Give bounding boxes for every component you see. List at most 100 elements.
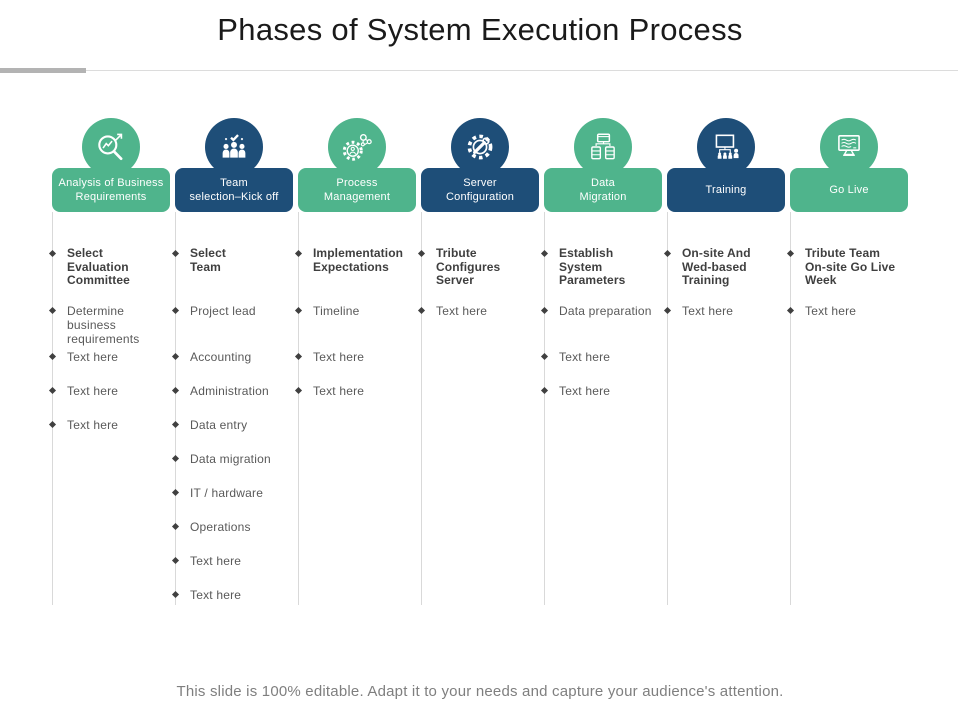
phase-item-text: IT / hardware (190, 486, 264, 500)
phase-heading-item: Tribute Configures Server (417, 246, 544, 288)
phase-item: Text here (294, 384, 421, 398)
phase-item: Text here (786, 304, 913, 318)
phase-item: Text here (417, 304, 544, 318)
phase-heading-text: Select Team (190, 246, 226, 274)
column-divider-line (298, 212, 299, 605)
magnifier-trend-icon (94, 130, 128, 164)
column-divider-line (667, 212, 668, 605)
phase-heading-text: Select Evaluation Committee (67, 246, 130, 287)
phase-item: Accounting (171, 350, 298, 364)
phase-heading-item: On-site And Wed-based Training (663, 246, 790, 288)
phase-header-band: Go Live (790, 168, 908, 212)
phase-icon-circle (697, 118, 755, 176)
phase-header-band: Training (667, 168, 785, 212)
page-title: Phases of System Execution Process (217, 12, 743, 47)
phase-heading-item: Tribute Team On-site Go Live Week (786, 246, 913, 288)
phase-item-text: Administration (190, 384, 269, 398)
phase-item: Timeline (294, 304, 421, 318)
phase-item-text: Text here (682, 304, 734, 318)
footer-note: This slide is 100% editable. Adapt it to… (176, 683, 784, 700)
phase-header-label: Process Management (323, 177, 391, 203)
diamond-bullet-icon (48, 306, 56, 315)
phase-item: Operations (171, 520, 298, 534)
phase-item-text: Data migration (190, 452, 271, 466)
phase-header-label: Server Configuration (445, 177, 515, 203)
phase-item: Text here (48, 384, 175, 398)
phase-heading-text: Tribute Team On-site Go Live Week (805, 246, 896, 287)
phase-header-band: Process Management (298, 168, 416, 212)
phase-item: Administration (171, 384, 298, 398)
phase-item-text: Determine business requirements (67, 304, 140, 346)
phase-heading-text: Establish System Parameters (559, 246, 626, 287)
phase-item-text: Text here (805, 304, 857, 318)
phase-header-label: Data Migration (579, 177, 627, 203)
phase-heading-item: Select Evaluation Committee (48, 246, 175, 288)
phase-item: Text here (540, 350, 667, 364)
phase-icon-circle (328, 118, 386, 176)
phase-item-text: Text here (559, 350, 611, 364)
phase-item: Data preparation (540, 304, 667, 318)
phase-item: Text here (48, 350, 175, 364)
phase-item-text: Project lead (190, 304, 256, 318)
phase-heading-text: Implementation Expectations (313, 246, 404, 274)
phase-header-label: Go Live (829, 184, 869, 196)
phase-header-label: Analysis of Business Requirements (58, 177, 164, 203)
diamond-bullet-icon (48, 420, 56, 429)
phase-item: Text here (171, 588, 298, 602)
phase-header-label: Team selection–Kick off (189, 177, 279, 203)
column-divider-line (790, 212, 791, 605)
phase-icon-circle (82, 118, 140, 176)
team-check-icon (217, 130, 251, 164)
column-divider-line (52, 212, 53, 605)
training-board-icon (709, 130, 743, 164)
phase-header-band: Analysis of Business Requirements (52, 168, 170, 212)
title-divider-line (0, 70, 958, 71)
phase-item-text: Text here (436, 304, 488, 318)
phase-item-text: Text here (190, 554, 242, 568)
phase-item-text: Text here (190, 588, 242, 602)
phase-header-label: Training (705, 184, 747, 196)
phase-heading-text: On-site And Wed-based Training (682, 246, 751, 287)
phase-item: Text here (171, 554, 298, 568)
phase-item: Determine business requirements (48, 304, 175, 346)
phase-item-text: Text here (67, 350, 119, 364)
phase-item-text: Operations (190, 520, 251, 534)
phase-item-text: Text here (67, 418, 119, 432)
phase-heading-item: Select Team (171, 246, 298, 274)
phase-item-text: Data preparation (559, 304, 652, 318)
phase-header-band: Server Configuration (421, 168, 539, 212)
phase-item: IT / hardware (171, 486, 298, 500)
phase-icon-circle (574, 118, 632, 176)
database-transfer-icon (586, 130, 620, 164)
column-divider-line (175, 212, 176, 605)
phase-item-text: Data entry (190, 418, 248, 432)
phase-icon-circle (451, 118, 509, 176)
phase-item: Data entry (171, 418, 298, 432)
phase-item-text: Text here (559, 384, 611, 398)
phase-icon-circle (205, 118, 263, 176)
diamond-bullet-icon (48, 249, 56, 258)
phase-item: Data migration (171, 452, 298, 466)
phase-item: Project lead (171, 304, 298, 318)
phase-heading-item: Implementation Expectations (294, 246, 421, 274)
phase-item: Text here (663, 304, 790, 318)
phase-item-text: Text here (313, 384, 365, 398)
phase-item-text: Timeline (313, 304, 360, 318)
phase-icon-circle (820, 118, 878, 176)
phase-heading-item: Establish System Parameters (540, 246, 667, 288)
phase-item: Text here (294, 350, 421, 364)
monitor-screen-icon (832, 130, 866, 164)
phase-heading-text: Tribute Configures Server (436, 246, 501, 287)
diamond-bullet-icon (48, 352, 56, 361)
gear-wrench-icon (463, 130, 497, 164)
phase-item: Text here (48, 418, 175, 432)
phase-header-band: Data Migration (544, 168, 662, 212)
phase-header-band: Team selection–Kick off (175, 168, 293, 212)
